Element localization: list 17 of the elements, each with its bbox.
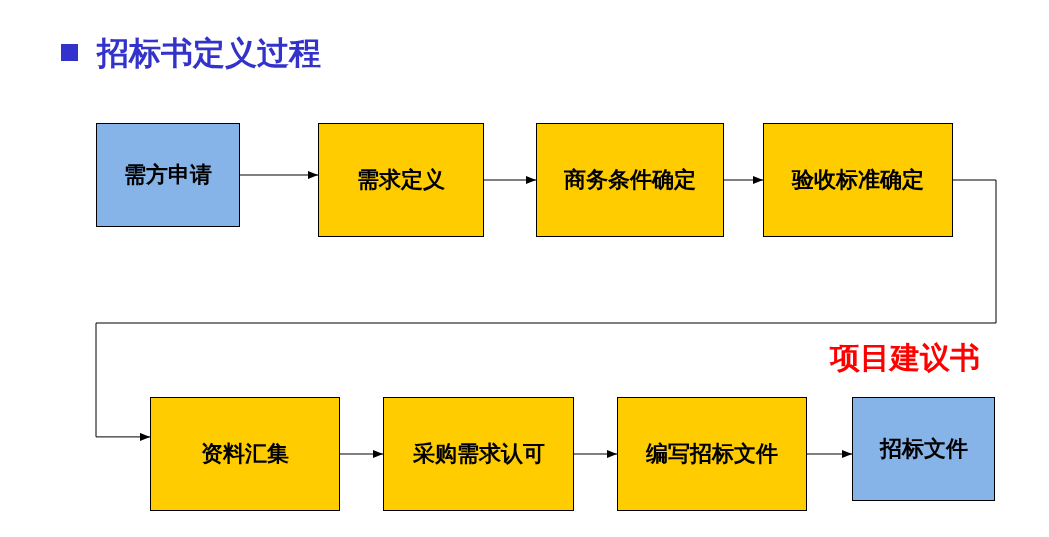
process-box: 商务条件确定 <box>536 123 724 237</box>
process-box: 编写招标文件 <box>617 397 807 511</box>
arrow <box>95 179 997 441</box>
process-box: 需方申请 <box>96 123 240 227</box>
arrow <box>573 450 618 458</box>
title: 招标书定义过程 <box>97 33 321 74</box>
arrow <box>339 450 384 458</box>
process-box: 资料汇集 <box>150 397 340 511</box>
arrow <box>483 176 537 184</box>
arrow <box>806 450 853 458</box>
process-box: 验收标准确定 <box>763 123 953 237</box>
arrow <box>239 171 319 179</box>
process-box: 需求定义 <box>318 123 484 237</box>
arrow <box>723 176 764 184</box>
process-box: 采购需求认可 <box>383 397 574 511</box>
note-label: 项目建议书 <box>830 339 980 377</box>
process-box: 招标文件 <box>852 397 995 501</box>
